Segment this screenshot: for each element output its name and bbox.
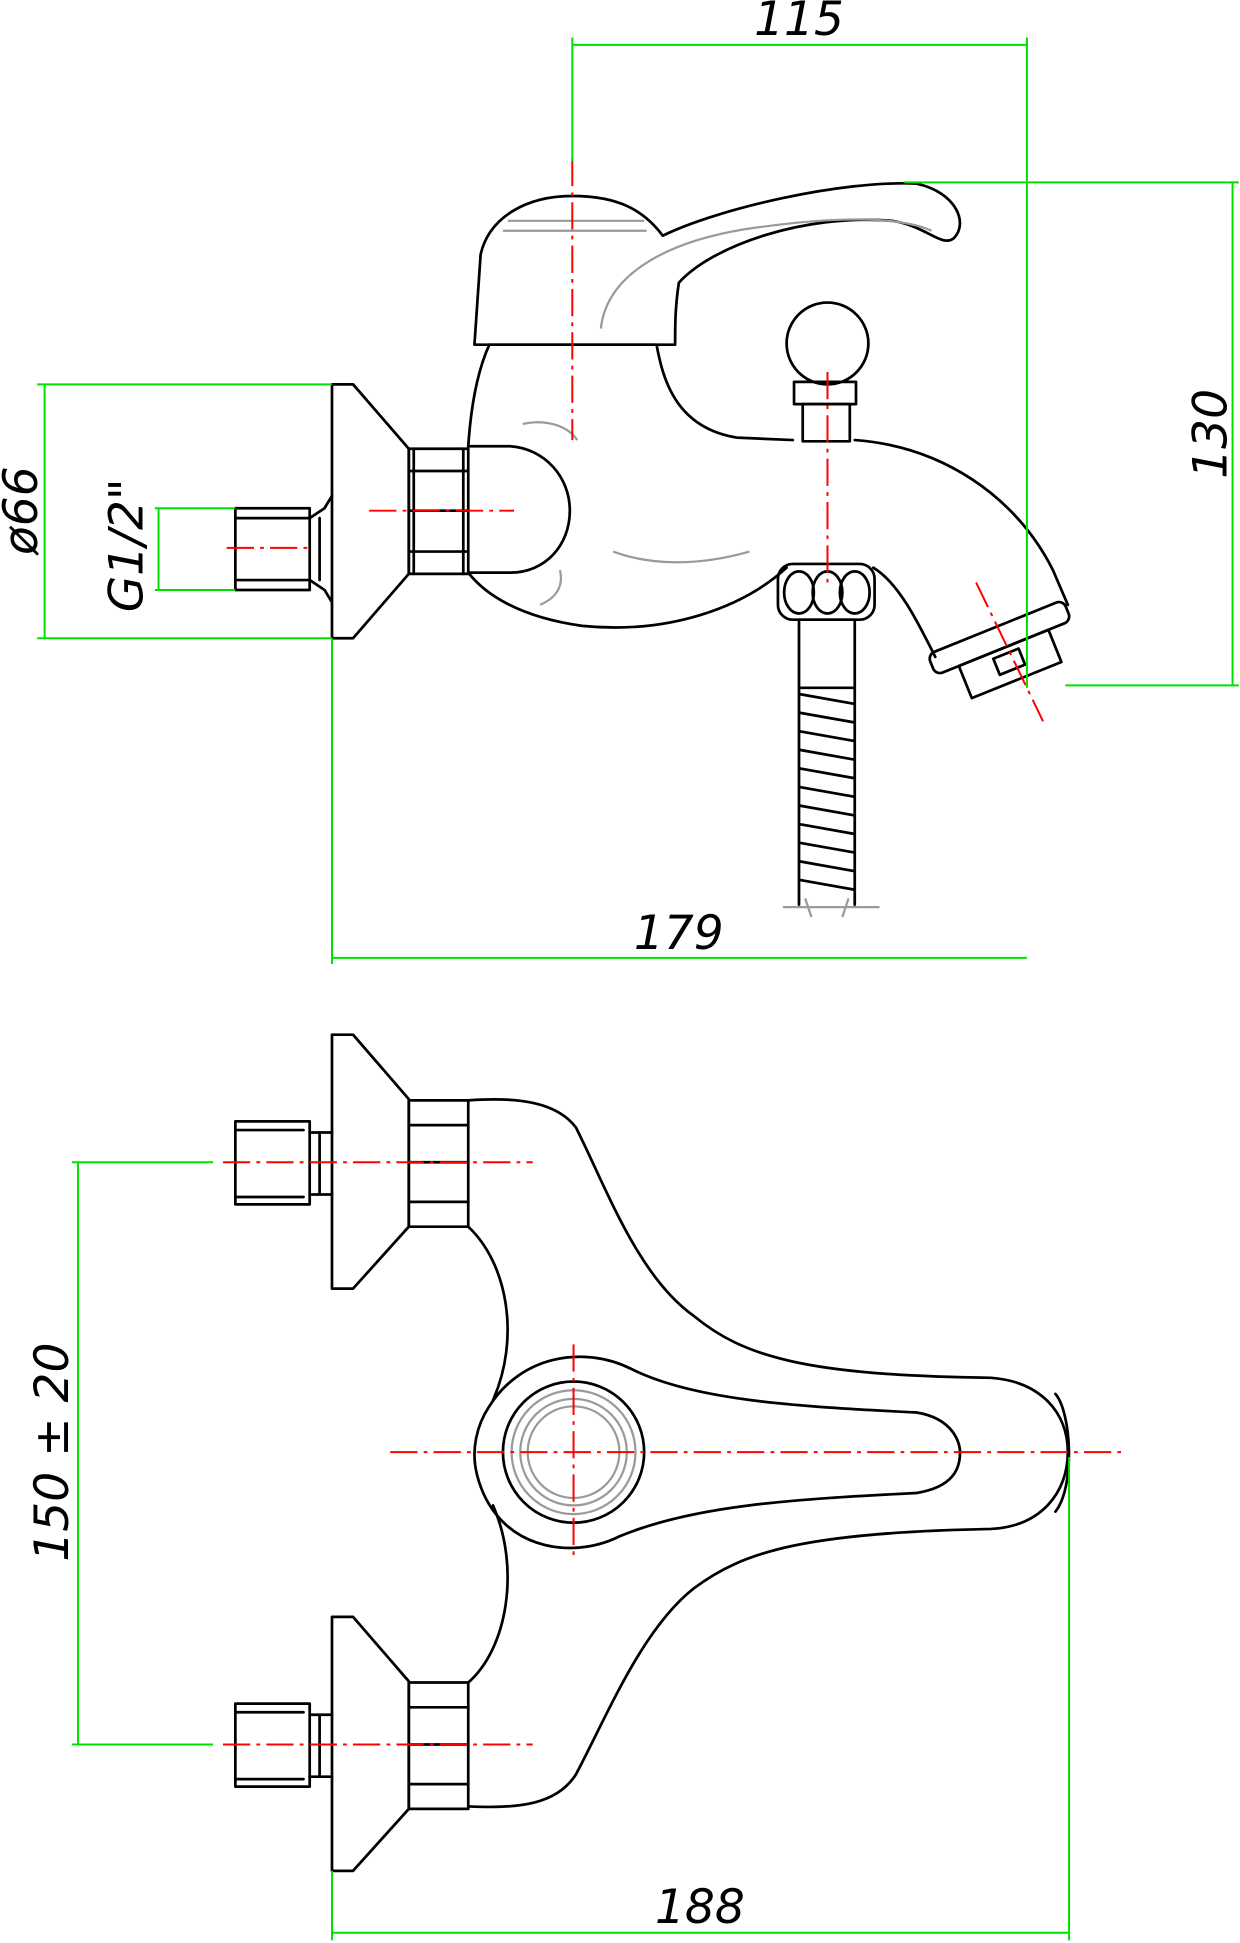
dim-label-115: 115 [754, 0, 844, 47]
side-view: 115 130 ø66 G1/2" 179 [0, 0, 1239, 965]
dimension-thread: G1/2" [99, 478, 236, 612]
dimension-130: 130 [904, 181, 1239, 687]
hex-nut-lower [407, 1681, 470, 1811]
body-inlet [466, 444, 572, 574]
hex-nut-upper [407, 1098, 470, 1229]
diverter-knob[interactable] [785, 301, 870, 443]
dimension-115: 115 [571, 0, 1028, 688]
dim-label-179: 179 [634, 906, 724, 961]
lever-handle[interactable] [473, 181, 962, 347]
dim-label-130: 130 [1183, 389, 1238, 479]
mixer-body [466, 343, 937, 659]
dimension-188: 188 [330, 1457, 1071, 1941]
hose-connection [776, 562, 880, 918]
lever-top[interactable] [473, 1355, 962, 1550]
dimension-179: 179 [330, 638, 1027, 965]
top-view: 150 ± 20 188 [25, 1033, 1122, 1941]
dim-label-thread: G1/2" [99, 478, 154, 612]
spout-aerator [928, 600, 1071, 700]
mixer-body-top [466, 1097, 1070, 1809]
dim-label-188: 188 [655, 1880, 745, 1935]
dim-label-150: 150 ± 20 [25, 1343, 80, 1562]
dimension-center-distance: 150 ± 20 [25, 1161, 214, 1746]
inlet-connector [234, 494, 334, 604]
dimension-flange-diameter: ø66 [0, 383, 332, 640]
dim-label-diameter: ø66 [0, 466, 49, 556]
